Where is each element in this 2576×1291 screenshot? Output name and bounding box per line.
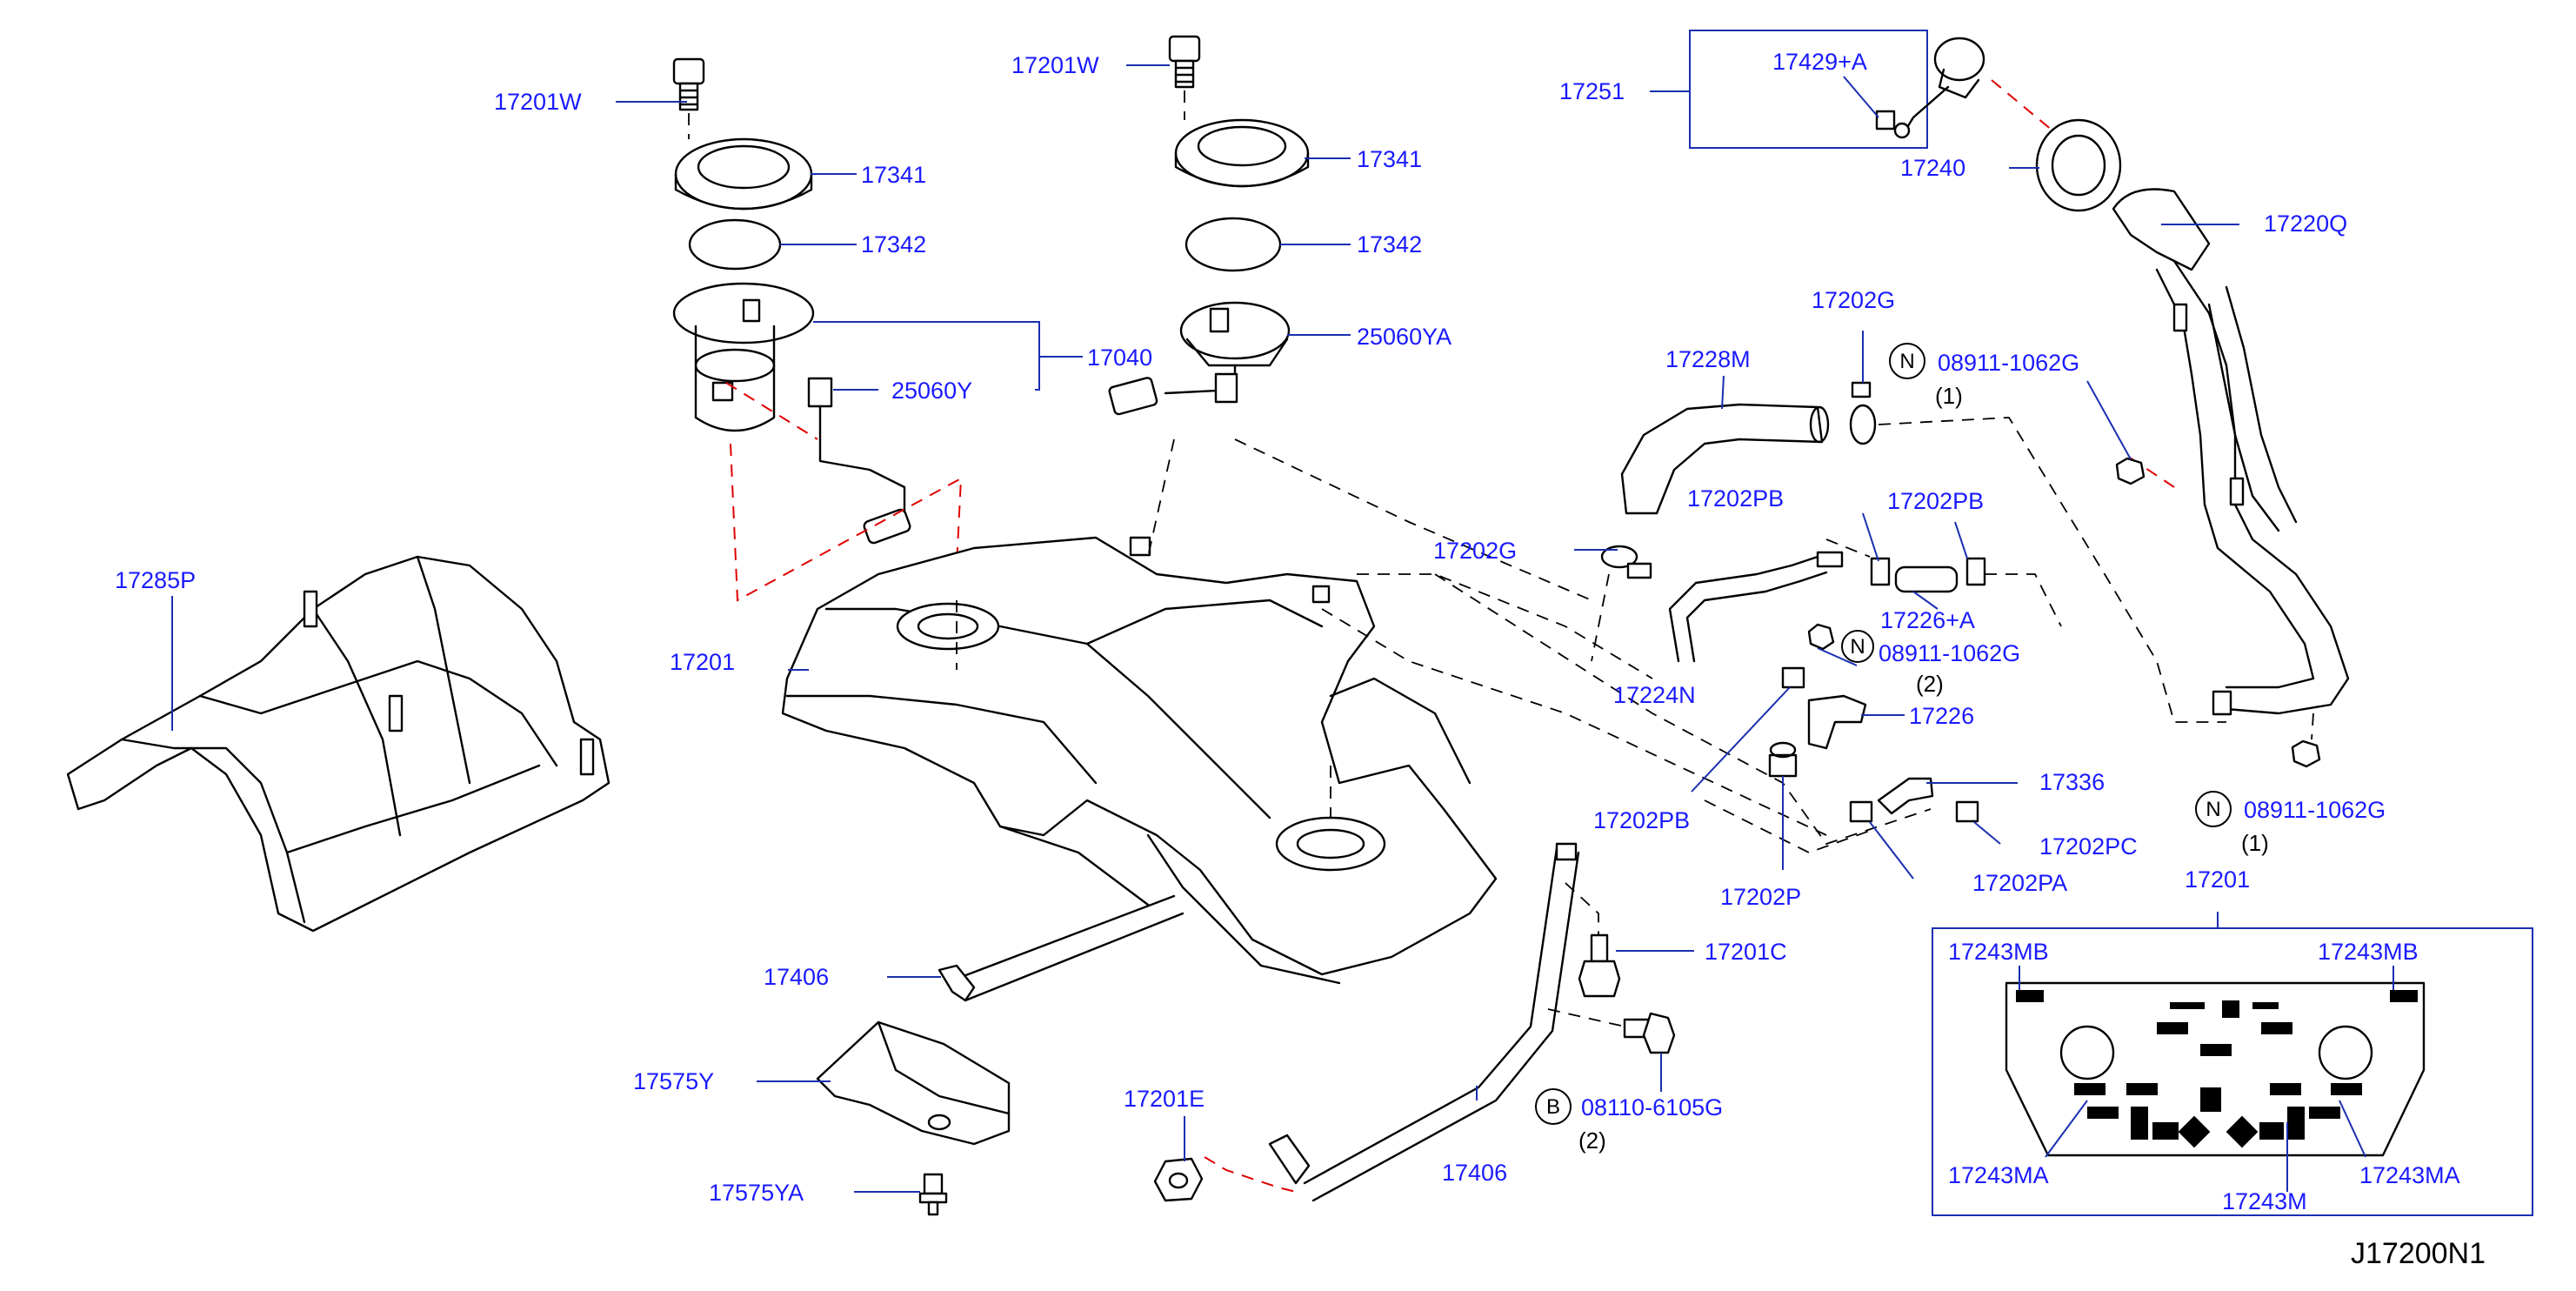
- nut-08911-middle: [1807, 623, 1835, 651]
- hose-17226A: [1870, 557, 1986, 593]
- qty-08911-bottom: (1): [2241, 830, 2269, 856]
- clip-17575YA: [918, 1173, 948, 1216]
- fuel-tank-17201: [781, 536, 1498, 985]
- filler-neck-collar-17240: [2035, 118, 2122, 212]
- label-17202P: 17202P: [1720, 884, 1801, 910]
- label-17240: 17240: [1900, 155, 1965, 181]
- symbol-n-bottom: N: [2195, 791, 2232, 827]
- label-08911-bottom: 08911-1062G: [2244, 797, 2386, 823]
- symbol-n-top: N: [1889, 343, 1925, 379]
- nut-08911-upper: [2115, 457, 2146, 485]
- bolt-08110: [1623, 1012, 1676, 1054]
- label-17220Q: 17220Q: [2264, 211, 2347, 237]
- strap-17406-right: [1268, 842, 1580, 1202]
- strap-17406-left: [938, 894, 1185, 1002]
- bolt-17201C: [1578, 933, 1621, 998]
- clamp-17202G-top: [1849, 381, 1877, 445]
- symbol-b: B: [1535, 1088, 1572, 1125]
- label-17285P: 17285P: [115, 567, 196, 593]
- filler-cap-17429A: [1875, 37, 1985, 139]
- svg-text:N: N: [2206, 798, 2220, 821]
- label-17406-left: 17406: [764, 964, 829, 990]
- bolt-17201W-left: [672, 57, 705, 111]
- qty-08110: (2): [1578, 1127, 1606, 1154]
- label-25060Y: 25060Y: [891, 378, 972, 404]
- label-17201E: 17201E: [1124, 1086, 1205, 1112]
- label-08110: 08110-6105G: [1581, 1094, 1723, 1120]
- label-08911-top: 08911-1062G: [1938, 350, 2079, 376]
- label-17201W-left: 17201W: [494, 89, 582, 115]
- label-17243MA-right: 17243MA: [2359, 1162, 2460, 1188]
- bolt-17201W-right: [1168, 35, 1201, 89]
- clamp-17202P: [1768, 741, 1798, 778]
- label-17202G-top: 17202G: [1812, 287, 1895, 313]
- label-17575Y: 17575Y: [633, 1068, 714, 1094]
- label-17341-right: 17341: [1357, 146, 1422, 172]
- label-17201C: 17201C: [1705, 939, 1787, 965]
- label-17406-right: 17406: [1442, 1160, 1507, 1186]
- label-17201W-right: 17201W: [1011, 52, 1099, 78]
- filler-cap-17251-box: [1689, 30, 1928, 149]
- filler-tube-17220Q: [2112, 188, 2350, 716]
- label-17202PB-a: 17202PB: [1687, 485, 1784, 512]
- label-17341-left: 17341: [861, 162, 926, 188]
- o-ring-17342-right: [1185, 217, 1282, 272]
- label-17040: 17040: [1087, 344, 1152, 371]
- clamp-17202PC: [1955, 800, 1979, 823]
- label-17243MA-left: 17243MA: [1948, 1162, 2049, 1188]
- svg-text:N: N: [1850, 635, 1865, 659]
- qty-08911-top: (1): [1935, 383, 1963, 409]
- label-17226: 17226: [1909, 703, 1974, 729]
- qty-08911-middle: (2): [1916, 671, 1944, 697]
- hose-17224N: [1668, 551, 1844, 663]
- hose-17226: [1807, 694, 1867, 750]
- label-17575YA: 17575YA: [709, 1180, 804, 1206]
- caution-label-box: [1932, 927, 2533, 1216]
- label-17243MB-right: 17243MB: [2318, 939, 2419, 965]
- label-08911-middle: 08911-1062G: [1879, 640, 2020, 666]
- label-17202PA: 17202PA: [1972, 870, 2067, 896]
- label-17342-left: 17342: [861, 231, 926, 258]
- diagram-id: J17200N1: [2351, 1237, 2486, 1270]
- label-17202PB-b: 17202PB: [1887, 488, 1984, 514]
- label-17243MB-left: 17243MB: [1948, 939, 2049, 965]
- svg-text:B: B: [1546, 1095, 1560, 1119]
- leader-lines: [171, 64, 2394, 1193]
- hose-17336: [1877, 777, 1934, 815]
- label-17202G-mid: 17202G: [1433, 538, 1517, 564]
- symbol-n-middle: N: [1841, 630, 1874, 663]
- nut-17201E: [1153, 1157, 1204, 1202]
- clamp-17202PA: [1849, 800, 1873, 823]
- label-17202PC: 17202PC: [2039, 833, 2138, 860]
- heat-insulator-17285P: [66, 555, 611, 933]
- o-ring-17342-left: [688, 218, 782, 271]
- svg-text:N: N: [1899, 350, 1914, 373]
- label-17201-box: 17201: [2185, 866, 2250, 893]
- label-17336: 17336: [2039, 769, 2105, 795]
- fuel-level-sender-25060YA: [1108, 301, 1291, 416]
- clamp-17202G-mid: [1600, 545, 1652, 579]
- fuel-pump-17040: [672, 282, 815, 432]
- label-25060YA: 25060YA: [1357, 324, 1452, 350]
- retainer-ring-17341-right: [1174, 118, 1310, 188]
- hose-17228M: [1620, 403, 1830, 515]
- label-17228M: 17228M: [1665, 346, 1751, 372]
- label-17243M: 17243M: [2222, 1188, 2307, 1214]
- label-17202PB-c: 17202PB: [1593, 807, 1690, 833]
- nut-08911-lower: [2291, 739, 2321, 768]
- bracket-17575Y: [816, 1020, 1011, 1146]
- fuel-level-sender-25060Y: [807, 377, 911, 545]
- label-17342-right: 17342: [1357, 231, 1422, 258]
- label-17201-tank: 17201: [670, 649, 735, 675]
- label-17226A: 17226+A: [1880, 607, 1975, 633]
- label-17251: 17251: [1559, 78, 1625, 104]
- label-17429A: 17429+A: [1772, 49, 1867, 75]
- label-17224N: 17224N: [1613, 682, 1696, 708]
- retainer-ring-17341-left: [674, 137, 813, 211]
- clamp-17202PB-lower: [1781, 666, 1805, 689]
